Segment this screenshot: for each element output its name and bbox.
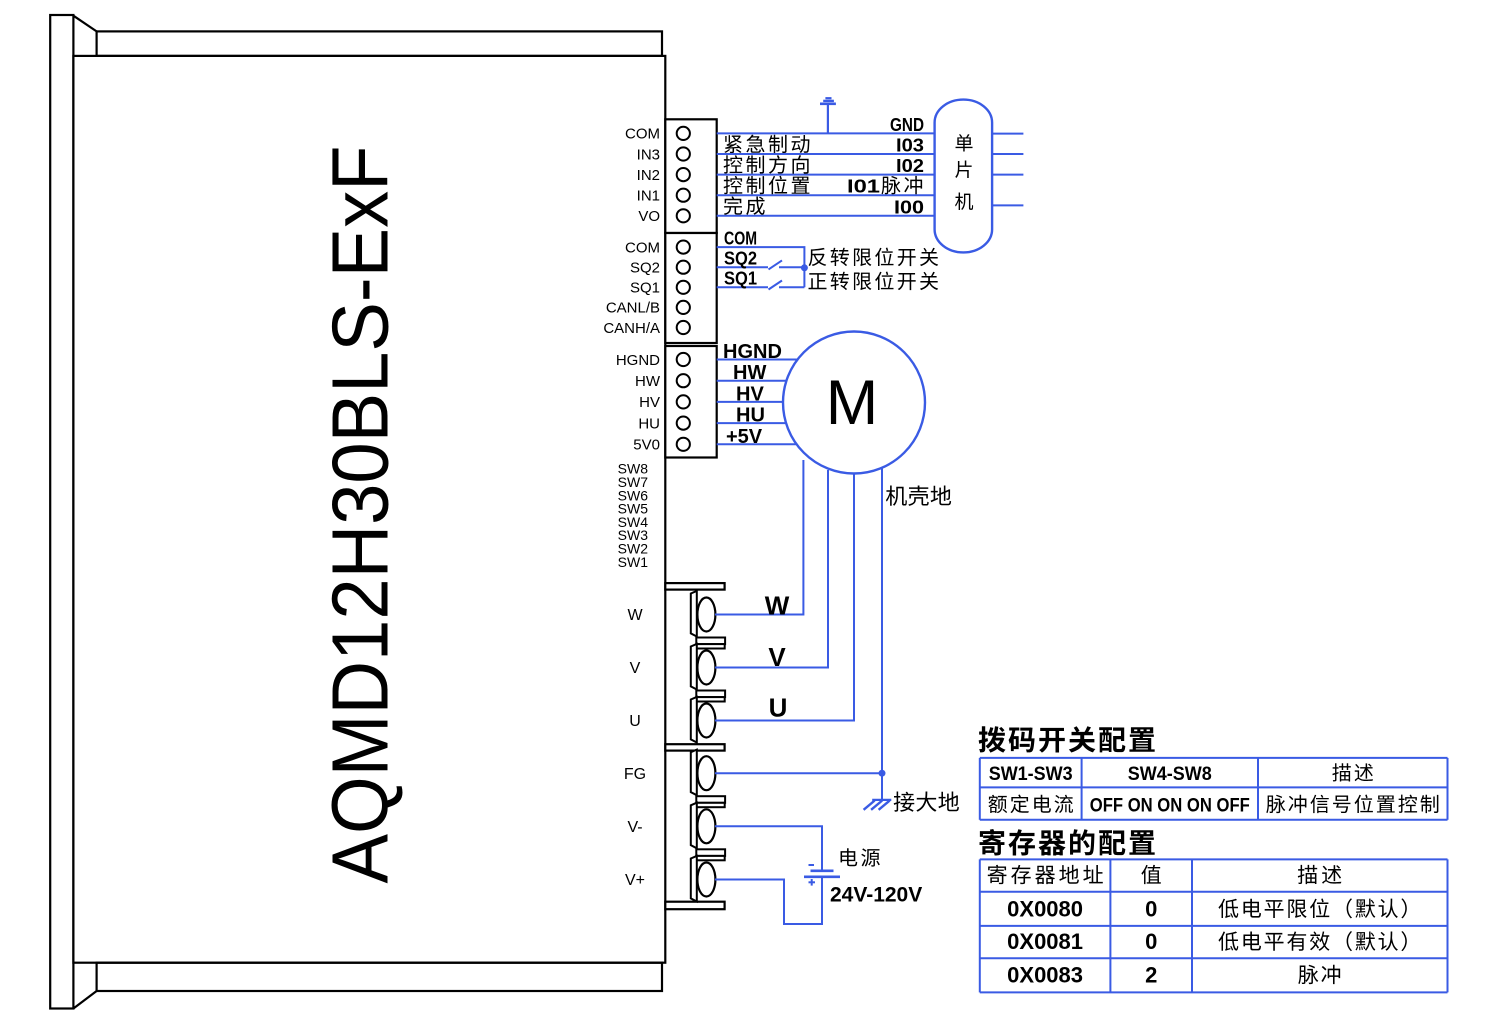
svg-text:SW3: SW3 — [618, 527, 649, 543]
svg-text:SW4: SW4 — [618, 514, 649, 530]
svg-text:U: U — [629, 713, 641, 730]
svg-text:IN2: IN2 — [637, 167, 660, 184]
svg-text:SW2: SW2 — [618, 541, 649, 557]
svg-text:W: W — [765, 591, 790, 621]
svg-text:0: 0 — [1145, 896, 1157, 921]
svg-text:M: M — [826, 368, 878, 438]
svg-text:SQ1: SQ1 — [724, 268, 757, 289]
svg-text:SQ2: SQ2 — [724, 248, 757, 269]
svg-text:COM: COM — [724, 228, 757, 249]
svg-text:SW4-SW8: SW4-SW8 — [1128, 764, 1212, 785]
svg-text:5V0: 5V0 — [633, 437, 660, 454]
svg-text:2: 2 — [1145, 962, 1157, 987]
svg-text:HW: HW — [733, 362, 766, 384]
svg-text:IN1: IN1 — [637, 188, 660, 205]
svg-text:SW6: SW6 — [618, 487, 649, 503]
svg-text:COM: COM — [625, 239, 660, 256]
svg-text:0X0083: 0X0083 — [1007, 962, 1083, 987]
svg-text:SW1: SW1 — [618, 554, 649, 570]
svg-text:SW5: SW5 — [618, 501, 649, 517]
svg-text:SW8: SW8 — [618, 461, 649, 477]
svg-text:SW7: SW7 — [618, 474, 649, 490]
svg-text:COM: COM — [625, 126, 660, 143]
svg-text:I00: I00 — [894, 196, 924, 217]
svg-text:V-: V- — [627, 819, 642, 836]
svg-text:I03: I03 — [896, 135, 924, 156]
svg-text:VO: VO — [638, 208, 660, 225]
svg-text:CANL/B: CANL/B — [606, 300, 660, 317]
svg-text:SQ1: SQ1 — [630, 280, 660, 297]
svg-text:GND: GND — [890, 114, 924, 135]
svg-text:I02: I02 — [896, 155, 924, 176]
svg-text:CANH/A: CANH/A — [603, 320, 660, 337]
svg-text:SW1-SW3: SW1-SW3 — [989, 764, 1073, 785]
svg-text:SQ2: SQ2 — [630, 260, 660, 277]
svg-text:IN3: IN3 — [637, 146, 660, 163]
svg-text:AQMD12H30BLS-ExF: AQMD12H30BLS-ExF — [316, 146, 405, 884]
svg-text:HW: HW — [635, 373, 661, 390]
svg-text:V: V — [630, 660, 641, 677]
svg-text:0: 0 — [1145, 929, 1157, 954]
svg-text:0X0080: 0X0080 — [1007, 896, 1083, 921]
svg-text:U: U — [769, 693, 788, 723]
svg-text:HV: HV — [639, 394, 660, 411]
svg-text:OFF ON ON ON OFF: OFF ON ON ON OFF — [1090, 796, 1250, 817]
svg-text:HGND: HGND — [723, 341, 782, 363]
svg-text:HU: HU — [638, 415, 660, 432]
svg-text:I01: I01 — [847, 176, 880, 197]
svg-text:FG: FG — [624, 766, 646, 783]
svg-text:24V-120V: 24V-120V — [830, 884, 922, 907]
svg-text:V: V — [768, 642, 786, 672]
svg-text:HV: HV — [736, 383, 764, 405]
svg-text:W: W — [627, 607, 643, 624]
svg-text:+5V: +5V — [726, 426, 763, 448]
svg-text:0X0081: 0X0081 — [1007, 929, 1083, 954]
svg-text:HGND: HGND — [616, 352, 660, 369]
svg-text:HU: HU — [736, 405, 765, 427]
svg-text:V+: V+ — [625, 872, 645, 889]
